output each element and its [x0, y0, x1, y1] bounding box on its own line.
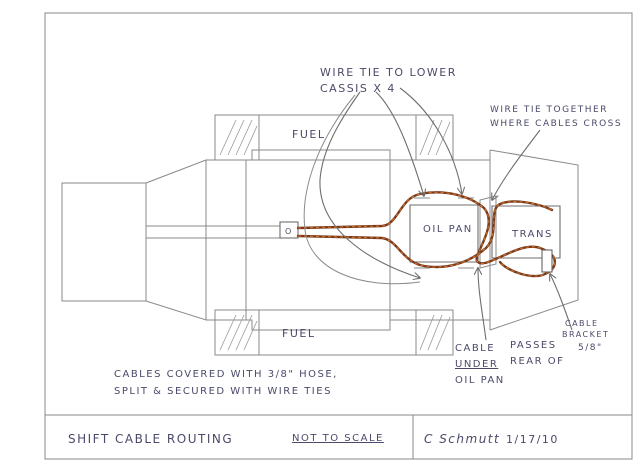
note-under: UNDER [455, 359, 498, 370]
chassis-body [206, 149, 579, 331]
shifter-label: O [285, 227, 293, 236]
note-cable: CABLE [455, 343, 495, 354]
frame-rails [146, 225, 280, 239]
note-hose-line1: CABLES COVERED WITH 3/8" HOSE, [114, 369, 338, 380]
sheet-border [44, 12, 633, 460]
cable-bracket-leader [550, 274, 573, 331]
note-wire-tie-together-line1: WIRE TIE TOGETHER [490, 105, 608, 115]
oil-pan-label: OIL PAN [423, 224, 473, 235]
note-bracket-line1: CABLE [565, 319, 599, 328]
front-section [61, 159, 207, 321]
note-wire-tie-lower-line1: WIRE TIE TO LOWER [320, 66, 457, 79]
note-oil-pan: OIL PAN [455, 375, 505, 386]
note-bracket-line3: 5/8" [578, 343, 603, 353]
scale-note: NOT TO SCALE [292, 433, 384, 444]
drawing-title: SHIFT CABLE ROUTING [68, 432, 233, 446]
shifter [279, 221, 299, 239]
note-wire-tie-together-line2: WHERE CABLES CROSS [490, 119, 622, 129]
note-rear-of: REAR OF [510, 356, 564, 367]
note-passes: PASSES [510, 340, 557, 351]
note-hose-line2: SPLIT & SECURED WITH WIRE TIES [114, 386, 332, 397]
fuel-label-bottom: FUEL [282, 327, 315, 340]
note-wire-tie-lower-line2: CASSIS X 4 [320, 82, 396, 95]
cable-under-leader [478, 268, 487, 341]
cable-bracket [541, 249, 553, 273]
wire-tie-lower-leaders [303, 87, 462, 285]
signature: C Schmutt [424, 432, 500, 446]
fuel-tank-bottom [214, 309, 454, 356]
trans-label: TRANS [511, 229, 553, 240]
fuel-label-top: FUEL [292, 128, 325, 141]
note-bracket-line2: BRACKET [562, 330, 609, 339]
drawing-date: 1/17/10 [506, 433, 559, 446]
fuel-tank-top [214, 114, 454, 161]
wire-tie-together-leader [492, 129, 541, 200]
